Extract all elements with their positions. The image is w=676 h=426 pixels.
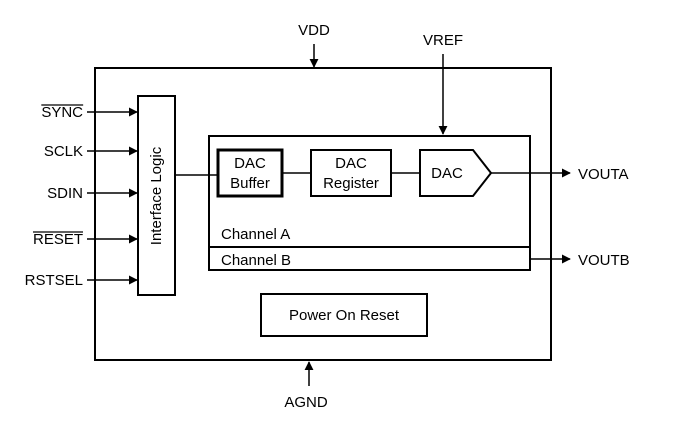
- dac-register-label-line2: Register: [323, 175, 379, 192]
- vdd-label: VDD: [298, 22, 330, 39]
- power-on-reset-label: Power On Reset: [289, 307, 400, 324]
- dac-register-label-line1: DAC: [335, 155, 367, 172]
- vouta-label: VOUTA: [578, 166, 629, 183]
- channel-b-label: Channel B: [221, 252, 291, 269]
- dac-buffer-label-line2: Buffer: [230, 175, 270, 192]
- channel-a-label: Channel A: [221, 226, 290, 243]
- dac-label: DAC: [431, 165, 463, 182]
- interface-logic-label: Interface Logic: [148, 146, 165, 245]
- reset-label: RESET: [33, 231, 83, 248]
- chip-outline: [94, 67, 552, 361]
- interface-logic-block: [137, 95, 176, 296]
- rstsel-label: RSTSEL: [25, 272, 83, 289]
- dac-block: [419, 149, 493, 197]
- power-on-reset-block: [260, 293, 428, 337]
- sync-label: SYNC: [41, 104, 83, 121]
- sclk-label: SCLK: [44, 143, 83, 160]
- sdin-label: SDIN: [47, 185, 83, 202]
- vref-label: VREF: [423, 32, 463, 49]
- dac-buffer-label-line1: DAC: [234, 155, 266, 172]
- voutb-label: VOUTB: [578, 252, 630, 269]
- agnd-label: AGND: [284, 394, 328, 411]
